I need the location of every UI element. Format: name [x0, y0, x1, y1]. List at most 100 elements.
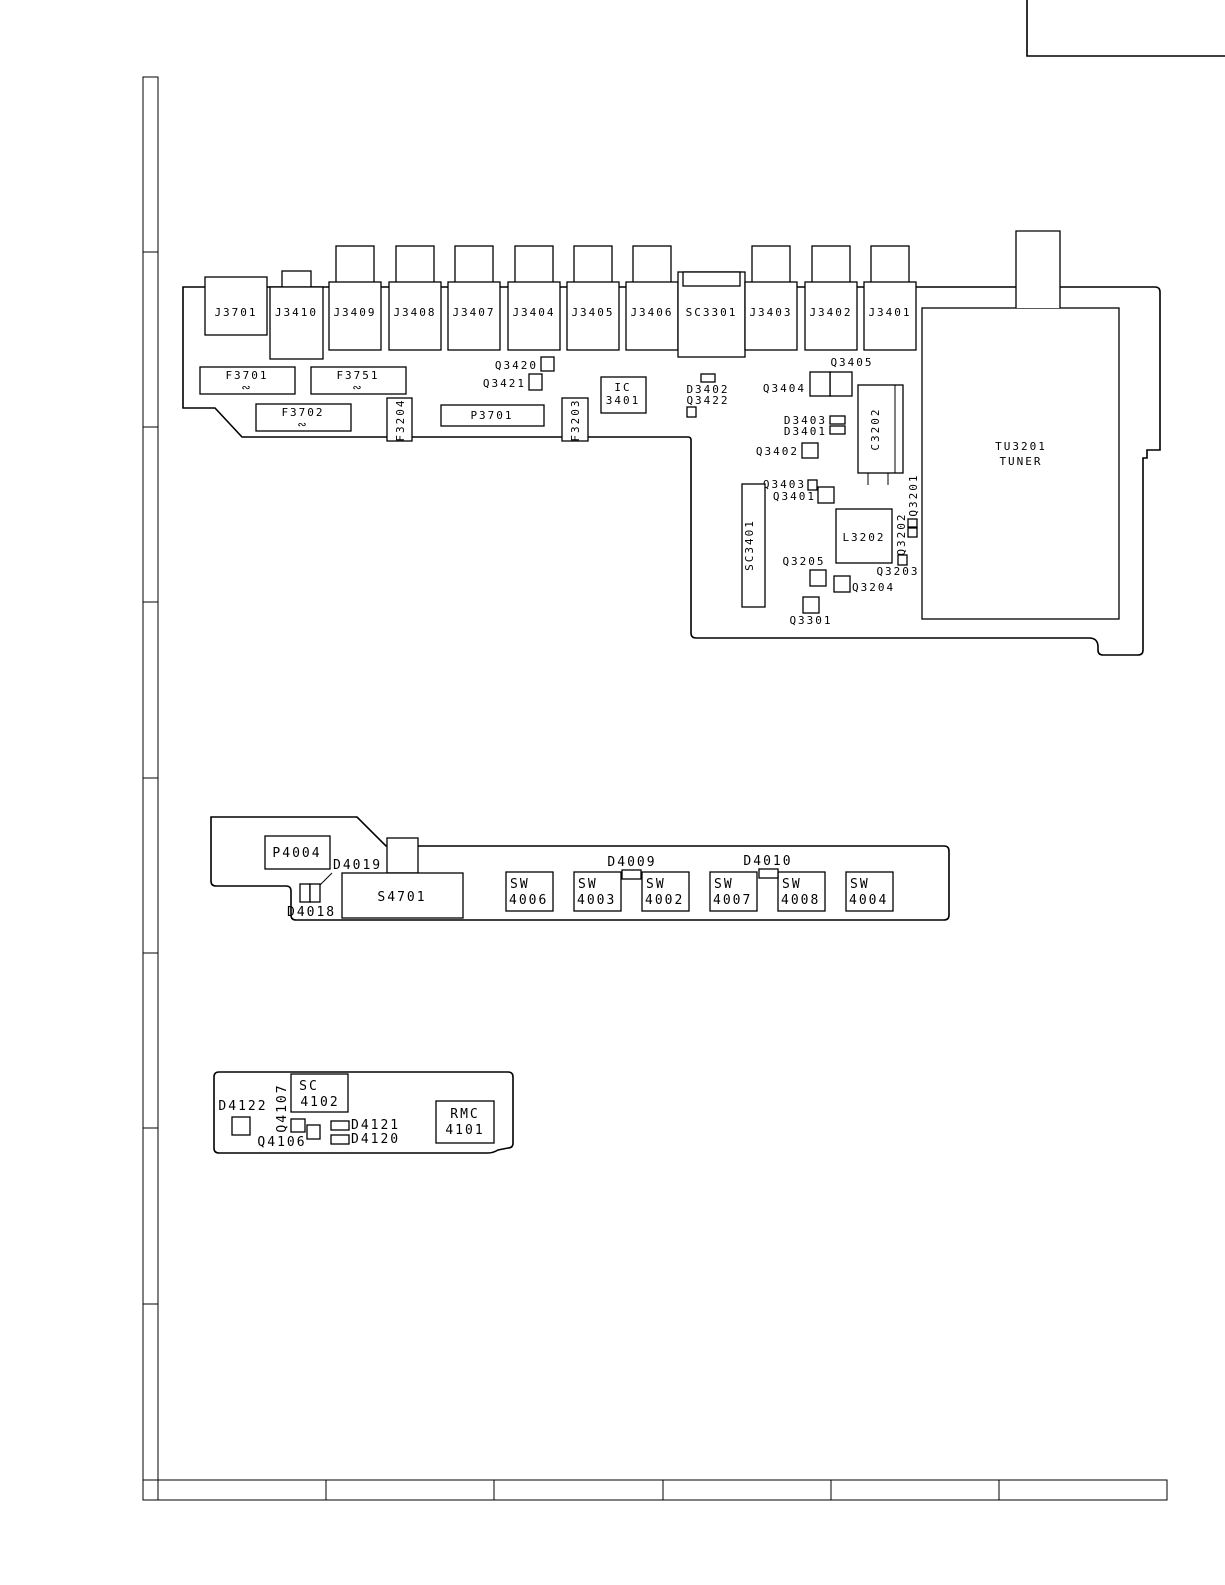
connector-sc4102	[290, 1073, 349, 1113]
diode-d4018-b	[309, 883, 321, 903]
transistor-q3403-label: Q3403	[763, 478, 806, 491]
switch-sw4002-label: 4002	[645, 893, 684, 908]
diode-d3402-label: D3402	[686, 383, 729, 396]
diode-d4018-label: D4018	[287, 905, 336, 920]
coil-l3202-label: L3202	[842, 531, 885, 544]
transistor-q3421-label: Q3421	[483, 377, 526, 390]
switch-sw4004-prefix: SW	[850, 877, 870, 892]
jack-j3701-label: J3701	[214, 306, 257, 319]
jack-j3408-label: J3408	[393, 306, 436, 319]
switch-s4701-tab	[386, 837, 419, 874]
remote-board: D4122 Q4107 SC 4102 Q4106 D4121 D4120 RM…	[213, 1071, 514, 1154]
receiver-rmc4101-label-2: 4101	[445, 1123, 484, 1138]
transistor-q3203-label: Q3203	[876, 565, 919, 578]
diode-d3401-label: D3401	[784, 425, 827, 438]
transistor-q3403	[807, 479, 818, 491]
fuse-f3751: F3751 ∾	[310, 366, 407, 395]
transistor-q3301	[802, 596, 820, 614]
diode-d4009-label: D4009	[607, 855, 656, 870]
part-f3203-label: F3203	[569, 398, 582, 441]
jack-j3408: J3408	[388, 245, 442, 351]
diode-d4122-label: D4122	[218, 1099, 267, 1114]
diode-d4019-label: D4019	[333, 858, 382, 873]
main-board-outline	[182, 286, 1161, 656]
jack-j3406: J3406	[625, 245, 679, 351]
diode-d3401	[829, 425, 846, 435]
transistor-q3205-label: Q3205	[782, 555, 825, 568]
receiver-rmc4101	[435, 1100, 495, 1144]
jack-j3409: J3409	[328, 245, 382, 351]
diode-d3403	[829, 415, 846, 425]
jack-j3403: J3403	[744, 245, 798, 351]
transistor-q4107-label: Q4107	[275, 1083, 290, 1132]
jack-sc3301-label: SC3301	[686, 306, 738, 319]
jack-j3402-label: J3402	[809, 306, 852, 319]
leader-line	[319, 872, 333, 886]
transistor-q3203	[897, 554, 908, 566]
switch-board: P4004 D4019 D4018 S4701 SW4006SW4003SW40…	[210, 816, 950, 921]
transistor-q3401-label: Q3401	[773, 490, 816, 503]
transistor-q3402	[801, 442, 819, 459]
jack-j3404: J3404	[507, 245, 561, 351]
jack-sc3301: SC3301	[677, 271, 746, 358]
transistor-q3421	[528, 373, 543, 391]
switch-s4701-label: S4701	[377, 890, 426, 905]
diode-d3403-label: D3403	[784, 414, 827, 427]
transistor-q3204-label: Q3204	[852, 581, 895, 594]
switch-sw4003-label: 4003	[577, 893, 616, 908]
switch-sw4008-prefix: SW	[782, 877, 802, 892]
bottom-grid-ruler	[142, 1479, 1168, 1501]
transistor-q3404	[809, 371, 831, 397]
connector-sc3401-label: SC3401	[743, 519, 756, 571]
fuse-f3702: F3702 ∾	[255, 403, 352, 432]
fuse-icon: ∾	[241, 381, 252, 394]
fuse-icon: ∾	[352, 381, 363, 394]
switch-board-outline	[210, 816, 950, 921]
diode-d4010-label: D4010	[743, 854, 792, 869]
transistor-q4106	[306, 1124, 321, 1140]
transistor-q3405-label: Q3405	[830, 356, 873, 369]
jack-j3409-label: J3409	[333, 306, 376, 319]
diode-d4009	[621, 869, 642, 880]
transistor-q3402-label: Q3402	[756, 445, 799, 458]
transistor-q3420-label: Q3420	[495, 359, 538, 372]
transistor-q3404-label: Q3404	[763, 382, 806, 395]
transistor-q3202-label: Q3202	[895, 512, 908, 555]
ic-3401-label-1: IC	[614, 381, 631, 394]
transistor-q3422	[686, 406, 697, 418]
part-f3204-label: F3204	[394, 398, 407, 441]
switch-sw4004-label: 4004	[849, 893, 888, 908]
transistor-q3202	[907, 527, 918, 538]
jack-j3401: J3401	[863, 245, 917, 351]
jack-j3410: J3410	[269, 270, 324, 360]
diode-d4018-a	[299, 883, 311, 903]
jack-j3401-label: J3401	[868, 306, 911, 319]
diode-d4120-label: D4120	[351, 1132, 400, 1147]
jack-j3402: J3402	[804, 245, 858, 351]
left-grid-ruler	[142, 76, 159, 1501]
jack-j3405: J3405	[566, 245, 620, 351]
capacitor-c3202-label: C3202	[869, 407, 882, 450]
ic-3401: IC 3401	[600, 376, 647, 414]
connector-sc4102-label-1: SC	[299, 1079, 319, 1094]
switch-sw4007-prefix: SW	[714, 877, 734, 892]
transistor-q3301-label: Q3301	[789, 614, 832, 627]
connector-p4004	[264, 835, 331, 870]
transistor-q3201-label: Q3201	[907, 473, 920, 516]
transistor-q4106-label: Q4106	[257, 1135, 306, 1150]
jack-j3403-label: J3403	[749, 306, 792, 319]
transistor-q3205	[809, 569, 827, 587]
tuner-label-1: TU3201	[995, 440, 1047, 453]
transistor-q3201	[907, 518, 918, 528]
remote-board-outline	[213, 1071, 514, 1154]
connector-sc4102-label-2: 4102	[300, 1095, 339, 1110]
switch-sw4002-prefix: SW	[646, 877, 666, 892]
diode-d4010	[758, 868, 779, 879]
diode-d4121	[330, 1120, 350, 1131]
transistor-q3405	[829, 371, 853, 397]
